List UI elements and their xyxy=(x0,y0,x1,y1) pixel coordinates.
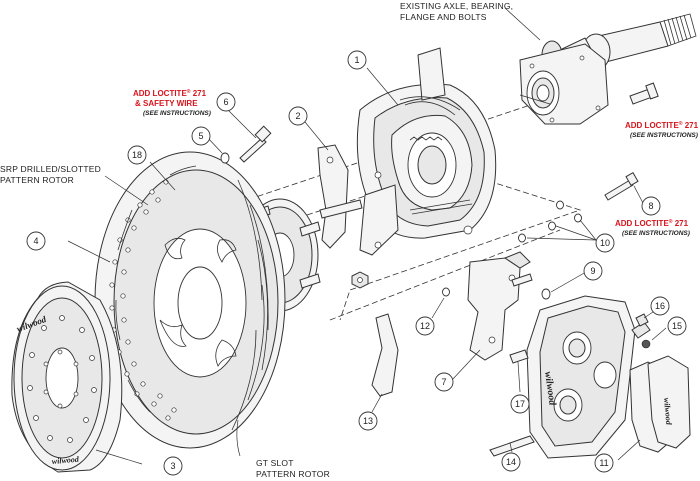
loctite-safety-line1: ADD LOCTITE® 271 xyxy=(133,88,207,98)
callout-4: 4 xyxy=(26,231,46,251)
callout-17: 17 xyxy=(510,394,530,414)
svg-text:14: 14 xyxy=(506,457,516,467)
rotor-slots xyxy=(115,165,197,413)
svg-text:2: 2 xyxy=(295,111,300,121)
bracket-nut xyxy=(351,271,369,289)
callout-7: 7 xyxy=(434,372,454,392)
svg-text:12: 12 xyxy=(420,321,430,331)
srp-rotor-label: SRP DRILLED/SLOTTED PATTERN ROTOR xyxy=(0,164,101,185)
callout-12: 12 xyxy=(415,316,435,336)
svg-text:13: 13 xyxy=(363,416,373,426)
callout-10: 10 xyxy=(595,233,615,253)
brake-caliper: wilwood xyxy=(526,295,651,459)
loctite-safety-note: (SEE INSTRUCTIONS) xyxy=(143,110,211,117)
svg-text:8: 8 xyxy=(648,201,653,211)
srp-rotor-label-line2: PATTERN ROTOR xyxy=(0,175,74,185)
svg-text:9: 9 xyxy=(590,266,595,276)
callout-6: 6 xyxy=(216,92,236,112)
svg-text:6: 6 xyxy=(223,97,228,107)
svg-text:10: 10 xyxy=(600,238,610,248)
callout-14: 14 xyxy=(501,452,521,472)
callout-11: 11 xyxy=(594,453,614,473)
gt-slot-pattern xyxy=(231,179,269,431)
callout-13: 13 xyxy=(358,411,378,431)
srp-rotor-label-line1: SRP DRILLED/SLOTTED xyxy=(0,164,101,174)
drum-bolt-holes xyxy=(27,315,97,443)
caliper-bracket xyxy=(451,251,533,381)
gt-rotor-label-line1: GT SLOT xyxy=(256,458,294,468)
loctite-safety-wire-callout: ADD LOCTITE® 271 & SAFETY WIRE (SEE INST… xyxy=(133,88,211,117)
gt-rotor-label: GT SLOT PATTERN ROTOR xyxy=(256,458,330,479)
brake-pads: wilwood xyxy=(617,355,691,461)
loctite-safety-line2: & SAFETY WIRE xyxy=(135,99,198,108)
svg-text:18: 18 xyxy=(132,150,142,160)
drum-brand-logo-bottom: wilwood xyxy=(51,455,80,466)
small-hardware xyxy=(206,107,667,457)
loctite-right-line1: ADD LOCTITE® 271 xyxy=(625,120,699,130)
callout-5: 5 xyxy=(191,126,211,146)
axle-label-line2: FLANGE AND BOLTS xyxy=(400,12,487,22)
callout-3: 3 xyxy=(163,456,183,476)
axle-label-line1: EXISTING AXLE, BEARING, xyxy=(400,1,513,11)
callout-18: 18 xyxy=(127,145,147,165)
part-number-callouts: 1 2 3 4 5 6 7 8 9 10 11 12 13 14 15 16 1… xyxy=(26,50,687,476)
svg-text:7: 7 xyxy=(441,377,446,387)
drum-hat: wilwood wilwood xyxy=(11,281,143,473)
axle-label: EXISTING AXLE, BEARING, FLANGE AND BOLTS xyxy=(400,1,513,22)
svg-text:15: 15 xyxy=(672,321,682,331)
svg-text:5: 5 xyxy=(198,131,203,141)
loctite-lower-line1: ADD LOCTITE® 271 xyxy=(615,218,689,228)
loctite-lower-note: (SEE INSTRUCTIONS) xyxy=(622,230,690,237)
callout-16: 16 xyxy=(650,296,670,316)
rotor-adapter-bracket xyxy=(304,121,399,289)
gt-rotor-label-line2: PATTERN ROTOR xyxy=(256,469,330,479)
callout-15: 15 xyxy=(667,316,687,336)
parking-brake-assembly xyxy=(356,47,497,239)
svg-text:16: 16 xyxy=(655,301,665,311)
existing-axle-assembly xyxy=(504,7,697,125)
svg-text:1: 1 xyxy=(354,55,359,65)
svg-text:11: 11 xyxy=(599,458,608,468)
loctite-lower-callout: ADD LOCTITE® 271 (SEE INSTRUCTIONS) xyxy=(615,218,690,237)
callout-8: 8 xyxy=(641,196,661,216)
svg-text:4: 4 xyxy=(33,236,38,246)
svg-text:17: 17 xyxy=(515,399,525,409)
rotor-drilled-holes xyxy=(109,179,177,421)
parking-brake-spring xyxy=(409,136,443,141)
callout-2: 2 xyxy=(288,106,308,126)
loctite-right-callout: ADD LOCTITE® 271 (SEE INSTRUCTIONS) xyxy=(625,120,699,139)
srp-drilled-slotted-rotor xyxy=(67,151,286,457)
loctite-right-note: (SEE INSTRUCTIONS) xyxy=(630,132,698,139)
svg-text:3: 3 xyxy=(170,461,175,471)
pad-brand-logo: wilwood xyxy=(662,397,673,426)
callout-1: 1 xyxy=(347,50,367,70)
callout-9: 9 xyxy=(583,261,603,281)
caliper-brand-logo: wilwood xyxy=(542,371,558,407)
axle-bolt xyxy=(629,82,659,105)
